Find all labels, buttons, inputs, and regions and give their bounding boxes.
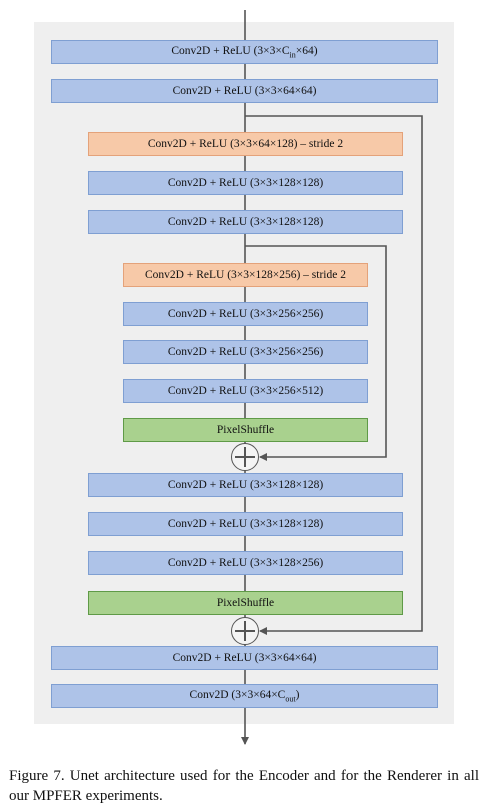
layer-enc-conv-3: Conv2D + ReLU (3×3×128×128): [88, 171, 403, 195]
layer-label: PixelShuffle: [217, 424, 274, 436]
add-icon-outer: [231, 617, 259, 645]
layer-enc-conv-4: Conv2D + ReLU (3×3×128×128): [88, 210, 403, 234]
skip-connection-outer: [245, 115, 423, 635]
layer-label-main: Conv2D + ReLU (3×3×256×256): [167, 346, 324, 358]
layer-mid-conv-1: Conv2D + ReLU (3×3×256×256): [123, 302, 368, 326]
layer-label-suffix: ×64): [295, 44, 318, 57]
layer-label: Conv2D + ReLU (3×3×256×256): [168, 308, 323, 320]
layer-label: Conv2D + ReLU (3×3×128×128): [168, 216, 323, 228]
layer-label: Conv2D + ReLU (3×3×128×256) – stride 2: [145, 269, 346, 281]
layer-mid-conv-2: Conv2D + ReLU (3×3×256×256): [123, 340, 368, 364]
layer-label-suffix: ): [295, 688, 300, 701]
layer-label-main: PixelShuffle: [216, 424, 275, 436]
layer-label-main: Conv2D + ReLU (3×3×256×512): [167, 385, 324, 397]
layer-label-main: Conv2D + ReLU (3×3×128×256): [167, 557, 324, 569]
layer-label-main: Conv2D + ReLU (3×3×128×128): [167, 216, 324, 228]
layer-label: Conv2D + ReLU (3×3×64×128) – stride 2: [148, 138, 343, 150]
layer-dec-conv-1: Conv2D + ReLU (3×3×128×128): [88, 473, 403, 497]
layer-label: Conv2D + ReLU (3×3×64×64): [173, 85, 317, 97]
layer-pixelshuffle-1: PixelShuffle: [123, 418, 368, 442]
layer-label: PixelShuffle: [217, 597, 274, 609]
add-icon-inner: [231, 443, 259, 471]
layer-out-conv-1: Conv2D + ReLU (3×3×64×64): [51, 646, 438, 670]
layer-label: Conv2D + ReLU (3×3×256×512): [168, 385, 323, 397]
layer-label-main: Conv2D + ReLU (3×3×128×256) – stride 2: [145, 269, 346, 281]
layer-label-subscript: out: [285, 694, 296, 704]
layer-label-main: PixelShuffle: [216, 597, 275, 609]
layer-enc-conv-2: Conv2D + ReLU (3×3×64×64): [51, 79, 438, 103]
layer-label-main: Conv2D + ReLU (3×3×128×128): [167, 518, 324, 530]
layer-down-2: Conv2D + ReLU (3×3×128×256) – stride 2: [123, 263, 368, 287]
layer-label-subscript: in: [289, 50, 296, 60]
layer-label-main: Conv2D + ReLU (3×3×64×128) – stride 2: [147, 138, 344, 150]
layer-label-main: Conv2D + ReLU (3×3×C: [171, 44, 290, 57]
layer-label-main: Conv2D + ReLU (3×3×256×256): [167, 308, 324, 320]
layer-label-main: Conv2D + ReLU (3×3×128×128): [167, 177, 324, 189]
layer-label-main: Conv2D + ReLU (3×3×128×128): [167, 479, 324, 491]
skip-connection-inner: [245, 245, 387, 461]
layer-pixelshuffle-2: PixelShuffle: [88, 591, 403, 615]
layer-enc-conv-1: Conv2D + ReLU (3×3×Cin×64): [51, 40, 438, 64]
figure-caption: Figure 7. Unet architecture used for the…: [9, 768, 479, 804]
layer-label: Conv2D + ReLU (3×3×128×128): [168, 518, 323, 530]
layer-out-conv-2: Conv2D (3×3×64×Cout): [51, 684, 438, 708]
layer-label: Conv2D (3×3×64×Cout): [190, 689, 300, 703]
layer-label: Conv2D + ReLU (3×3×256×256): [168, 346, 323, 358]
layer-label: Conv2D + ReLU (3×3×Cin×64): [171, 45, 317, 59]
layer-label: Conv2D + ReLU (3×3×64×64): [173, 652, 317, 664]
layer-label: Conv2D + ReLU (3×3×128×128): [168, 479, 323, 491]
layer-dec-conv-3: Conv2D + ReLU (3×3×128×256): [88, 551, 403, 575]
layer-label-main: Conv2D + ReLU (3×3×64×64): [172, 85, 317, 97]
layer-label-main: Conv2D + ReLU (3×3×64×64): [172, 652, 317, 664]
layer-label: Conv2D + ReLU (3×3×128×256): [168, 557, 323, 569]
layer-mid-conv-3: Conv2D + ReLU (3×3×256×512): [123, 379, 368, 403]
layer-down-1: Conv2D + ReLU (3×3×64×128) – stride 2: [88, 132, 403, 156]
layer-label: Conv2D + ReLU (3×3×128×128): [168, 177, 323, 189]
layer-label-main: Conv2D (3×3×64×C: [189, 688, 286, 701]
layer-dec-conv-2: Conv2D + ReLU (3×3×128×128): [88, 512, 403, 536]
